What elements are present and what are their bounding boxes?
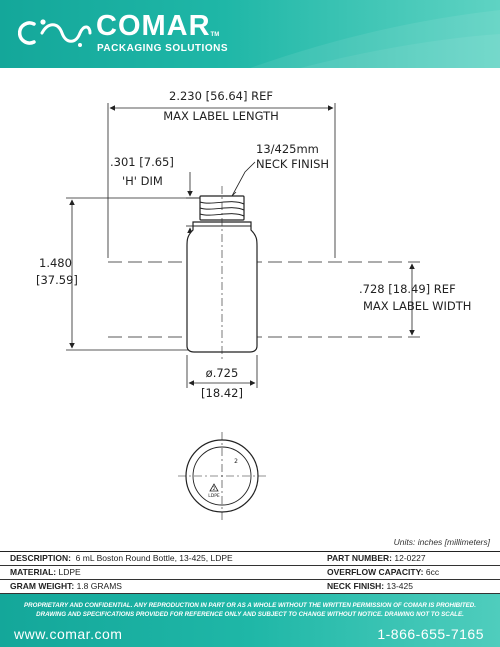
bottle-technical-drawing: 2 LDPE 2 2.230 [56.64] REF MAX LABEL LEN… [36,89,471,520]
overflow-value: 6cc [425,567,440,577]
neck-finish-label: NECK FINISH [256,157,329,171]
h-dim-value: .301 [7.65] [110,155,174,169]
bottom-mark-number: 2 [234,458,238,465]
bottle-bottom-view: 2 LDPE 2 [178,432,266,520]
spec-row: MATERIAL: LDPE OVERFLOW CAPACITY: 6cc [0,566,500,580]
brand-tagline: PACKAGING SOLUTIONS [97,43,228,54]
max-label-length-value: 2.230 [56.64] REF [169,89,273,103]
part-number-value: 12-0227 [394,553,426,563]
material-label: MATERIAL: [10,567,57,577]
units-note: Units: inches [millimeters] [393,537,490,547]
footer-banner: PROPRIETARY AND CONFIDENTIAL. ANY REPROD… [0,594,500,647]
max-label-width-value: .728 [18.49] REF [359,282,456,296]
disclaimer-line-1: PROPRIETARY AND CONFIDENTIAL. ANY REPROD… [24,602,476,609]
height-inches: 1.480 [39,256,72,270]
disclaimer: PROPRIETARY AND CONFIDENTIAL. ANY REPROD… [0,601,500,619]
phone-number[interactable]: 1-866-655-7165 [377,626,484,642]
height-mm: [37.59] [36,273,78,287]
comar-logo-icon [18,19,92,47]
description-value: 6 mL Boston Round Bottle, 13-425, LDPE [75,553,233,563]
website-link[interactable]: www.comar.com [14,626,123,642]
material-value: LDPE [58,567,81,577]
spec-table: DESCRIPTION: 6 mL Boston Round Bottle, 1… [0,551,500,594]
header-banner: COMARTM PACKAGING SOLUTIONS [0,0,500,68]
description-label: DESCRIPTION: [10,553,71,563]
recycle-icon [209,483,219,492]
brand-name: COMARTM [96,10,220,42]
overflow-label: OVERFLOW CAPACITY: [327,567,424,577]
recycle-number: 2 [213,486,216,492]
max-label-length-label: MAX LABEL LENGTH [163,109,279,123]
neck-finish-spec-label: NECK FINISH: [327,581,385,591]
max-label-width-label: MAX LABEL WIDTH [363,299,471,313]
header-wave-decoration [250,10,500,68]
part-number-label: PART NUMBER: [327,553,393,563]
disclaimer-line-2: DRAWING AND SPECIFICATIONS PROVIDED FOR … [36,611,464,618]
gram-weight-value: 1.8 GRAMS [76,581,122,591]
neck-finish-value: 13/425mm [256,142,319,156]
neck-finish-spec-value: 13-425 [386,581,413,591]
gram-weight-label: GRAM WEIGHT: [10,581,75,591]
diameter-mm: [18.42] [201,386,243,400]
spec-row: DESCRIPTION: 6 mL Boston Round Bottle, 1… [0,551,500,566]
recycle-material: LDPE [208,493,220,499]
h-dim-label: 'H' DIM [122,174,163,188]
diameter-inches: ø.725 [206,366,239,380]
spec-row: GRAM WEIGHT: 1.8 GRAMS NECK FINISH: 13-4… [0,580,500,594]
